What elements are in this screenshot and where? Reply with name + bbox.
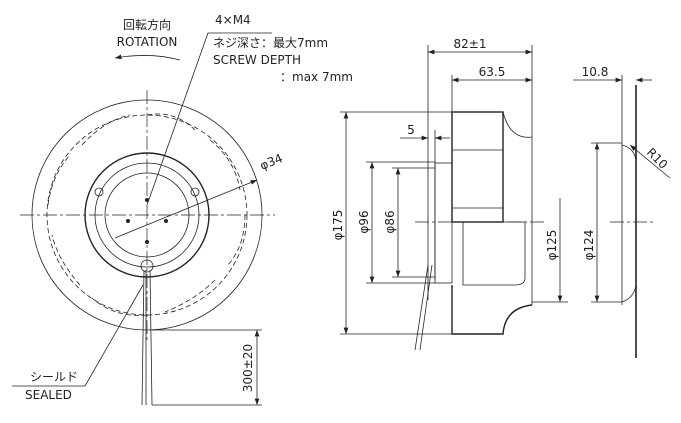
screw-hole [164,219,168,223]
side-view: 82±1 63.5 5 φ175 φ96 φ86 φ125 [331,37,568,351]
screw-depth-en: SCREW DEPTH [213,53,301,67]
rotation-label-jp: 回転方向 [123,17,171,32]
screw-hole [126,219,130,223]
cable-grommet [140,259,154,273]
side-cable [414,264,433,351]
mount-hole [94,187,104,197]
ring-radius: R10 [644,145,671,172]
sealed-leader [12,284,144,387]
impeller-body [451,111,504,223]
sealed-label-jp: シールド [30,370,78,384]
dia-86: φ86 [383,210,397,233]
blades [47,113,246,316]
ring-view: 10.8 R10 φ124 [573,65,670,358]
sealed-label-en: SEALED [25,388,72,402]
dia-124: φ124 [582,230,596,261]
dia-34-leader [114,179,258,239]
cable [141,269,153,406]
front-view: 回転方向 ROTATION 4×M4 ネジ深さ：最大7mm SCREW DEPT… [12,13,353,406]
dia-175: φ175 [331,210,345,241]
screw-leader [146,32,272,206]
mount-hole [190,187,200,197]
rotation-arrow-icon [114,54,181,61]
dia-34-label: φ34 [258,151,285,173]
overall-depth: 82±1 [454,37,487,51]
motor [462,221,526,286]
dia-96: φ96 [357,210,371,233]
screw-depth-jp: ネジ深さ：最大7mm [213,36,328,50]
screw-depth-max: ：max 7mm [280,70,353,84]
screw-spec: 4×M4 [215,13,251,27]
depth-63-5: 63.5 [479,65,506,79]
cable-length: 300±20 [241,344,255,392]
dia-125: φ125 [545,230,559,261]
rotation-label-en: ROTATION [117,35,178,49]
ring-thickness: 10.8 [582,65,609,79]
offset-5: 5 [407,123,415,137]
flange [434,162,453,284]
